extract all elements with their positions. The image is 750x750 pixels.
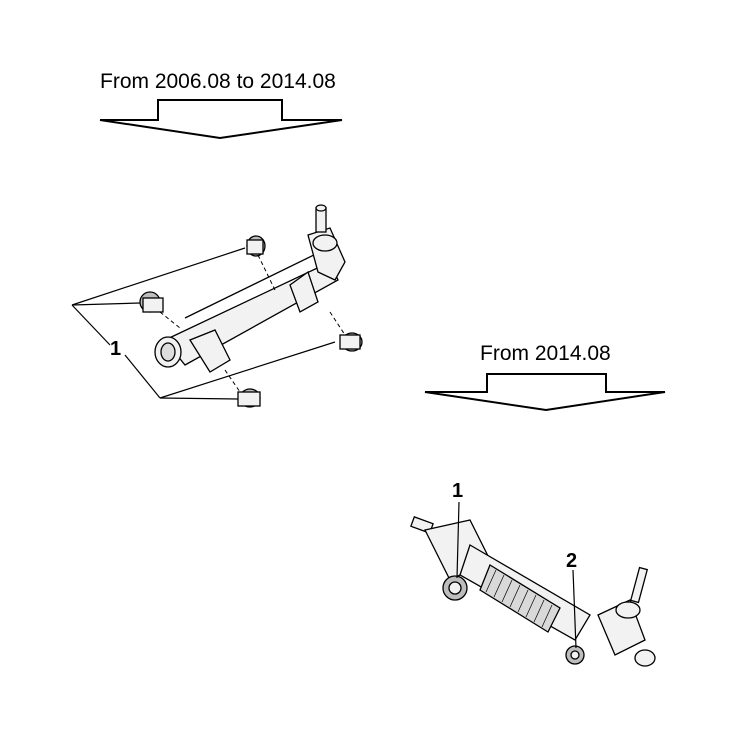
callout-1-bottom: 1 [452, 480, 464, 502]
bushing-top-4 [237, 388, 261, 408]
steering-rack-old [154, 204, 346, 373]
callout-1-top: 1 [110, 338, 122, 360]
top-down-arrow [99, 99, 343, 140]
bottom-down-arrow [424, 373, 666, 412]
callout-2-bottom: 2 [566, 550, 578, 572]
leader-lines-top [71, 247, 336, 400]
bushing-top-1 [246, 235, 266, 257]
bushing-top-2 [139, 291, 164, 313]
top-heading: From 2006.08 to 2014.08 [100, 70, 336, 93]
leader-lines-bottom [456, 501, 577, 649]
bottom-heading: From 2014.08 [480, 342, 611, 365]
bushing-top-3 [339, 332, 363, 352]
steering-rack-new [410, 516, 656, 667]
alignment-lines [159, 254, 346, 393]
